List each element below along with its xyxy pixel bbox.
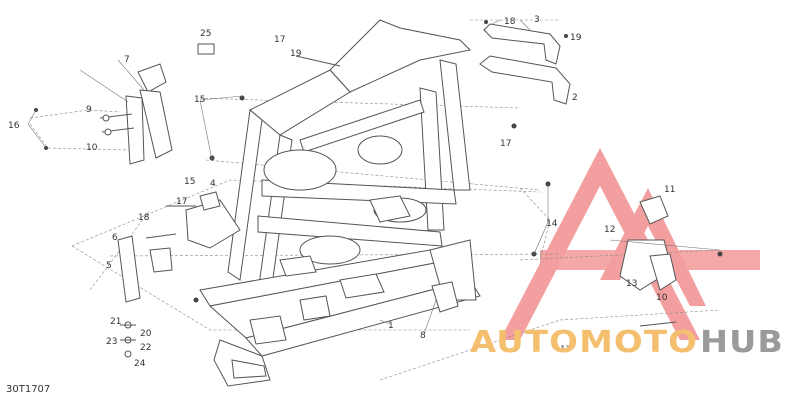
callout-20: 20 [140,329,152,339]
guide-lines [29,19,721,381]
watermark-part2: HUB [700,325,784,360]
callout-2: 2 [572,93,578,103]
drawing-code: 30T1707 [6,384,50,395]
callout-19: 19 [290,49,302,59]
rear-bracket-3 [479,23,571,105]
callout-18: 18 [504,17,516,27]
callout-7: 7 [124,55,130,65]
watermark-part1: AUTOMOTO [470,325,698,360]
callout-13: 13 [626,279,637,289]
main-frame [199,19,481,387]
callout-16: 16 [8,121,20,131]
callout-12: 12 [604,225,615,235]
callout-10: 10 [86,143,98,153]
callout-24: 24 [134,359,146,369]
callout-1: 1 [388,321,394,331]
hardware-bolts [34,20,723,327]
small-bracket-8 [431,281,459,313]
callout-21: 21 [110,317,121,327]
callout-3: 3 [534,15,540,25]
callout-4: 4 [210,179,216,189]
callout-11: 11 [664,185,675,195]
mount-bracket-4 [185,191,241,249]
hardware-kit [120,321,136,358]
callout-17: 17 [274,35,285,45]
callout-6: 6 [112,233,118,243]
callout-5: 5 [106,261,112,271]
label-box-25 [197,43,215,55]
left-bracket-6 [117,235,173,303]
callout-19: 19 [570,33,582,43]
side-component-12 [609,195,721,291]
callout-23: 23 [106,337,117,347]
callout-14: 14 [546,219,558,229]
callout-17: 17 [560,345,571,355]
callout-15: 15 [194,95,205,105]
callout-17: 17 [500,139,511,149]
callout-25: 25 [200,29,211,39]
callout-18: 18 [138,213,150,223]
callouts: 25 17 3 18 19 19 7 2 15 9 16 10 17 15 4 … [8,15,675,369]
callout-17: 17 [176,197,187,207]
callout-9: 9 [86,105,92,115]
callout-22: 22 [140,343,151,353]
callout-15: 15 [184,177,195,187]
front-bracket-7 [79,59,173,165]
callout-8: 8 [420,331,426,341]
callout-10: 10 [656,293,668,303]
watermark-text: AUTOMOTO HUB [470,325,784,360]
leader-lines [27,19,549,335]
